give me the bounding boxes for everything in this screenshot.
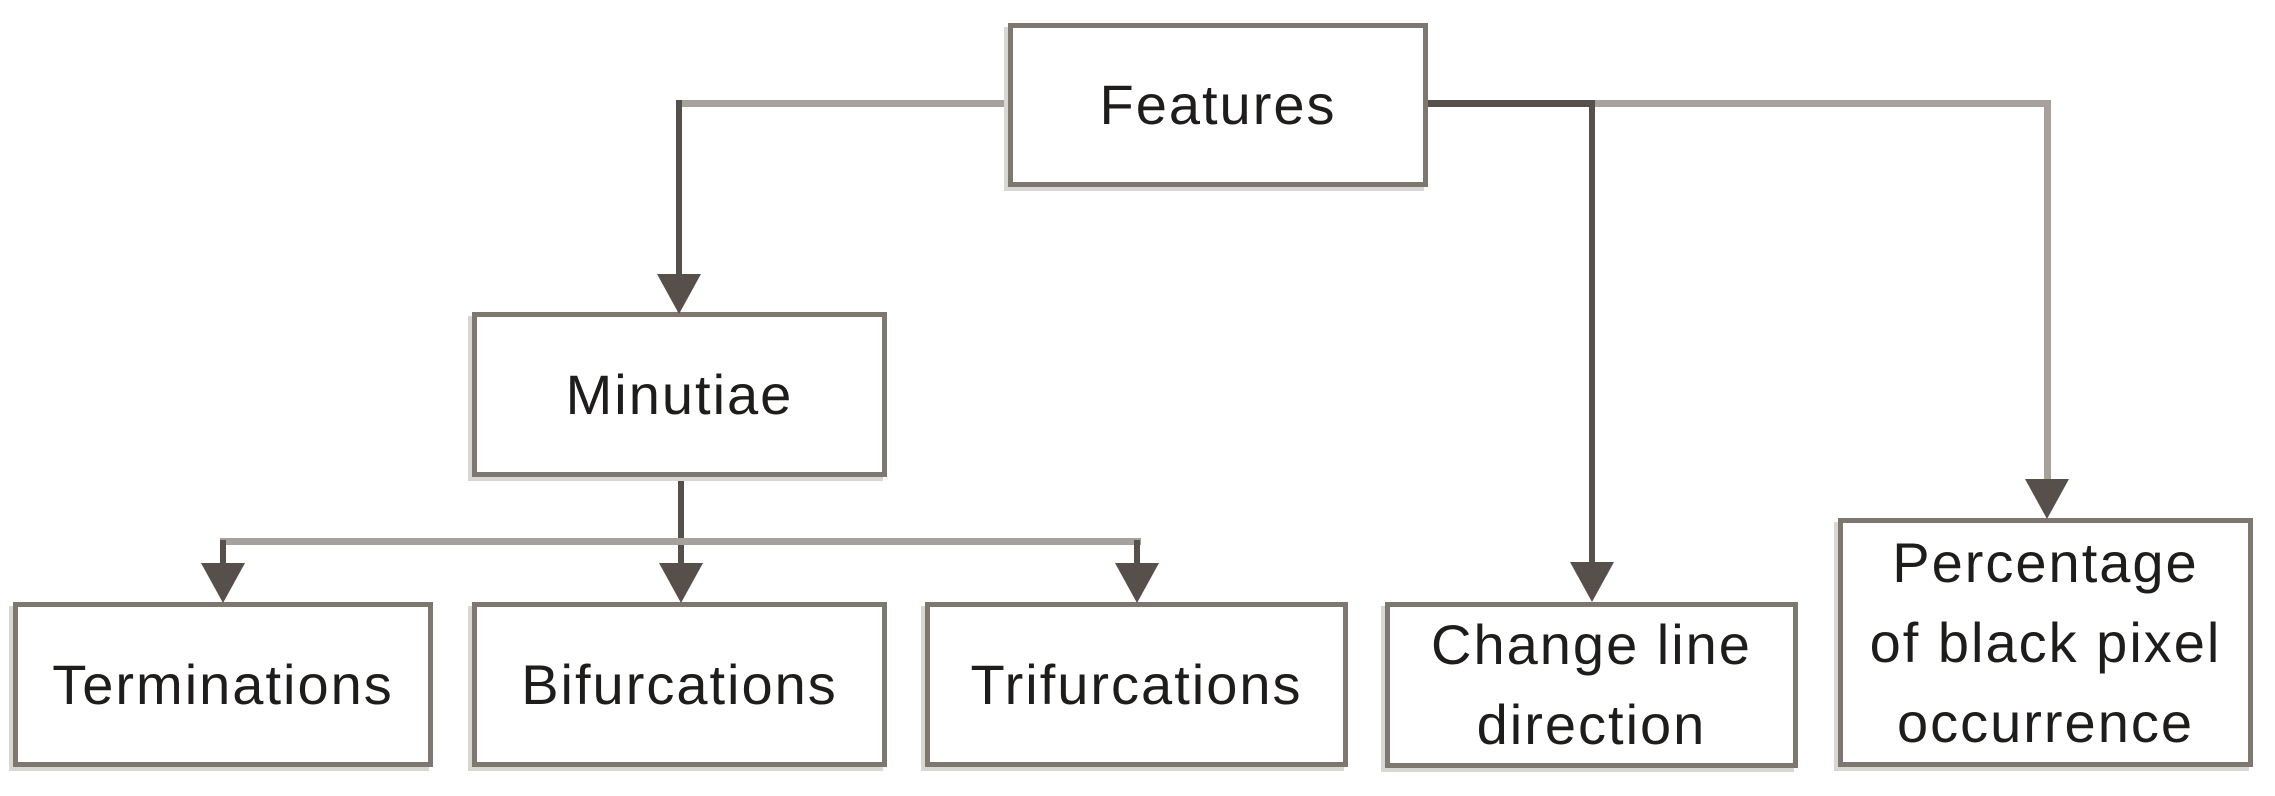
connector-minutiae-down-vertical [678,477,684,565]
node-terminations-label: Terminations [52,652,394,716]
node-minutiae: Minutiae [472,312,887,477]
arrowhead-trifurcations [1115,563,1159,603]
arrowhead-terminations [201,563,245,603]
connector-features-minutiae-horizontal [676,100,1008,107]
arrowhead-bifurcations [659,563,703,603]
arrowhead-minutiae [657,274,701,314]
arrowhead-percentage [2025,479,2069,519]
node-bifurcations-label: Bifurcations [521,652,838,716]
node-change-line-direction-label: Change line direction [1431,613,1752,756]
connector-features-right-dark-horizontal [1428,100,1595,107]
node-minutiae-label: Minutiae [565,362,794,426]
connector-trifurcations-stub [1134,540,1140,564]
node-features-label: Features [1099,73,1337,136]
connector-features-minutiae-vertical [676,100,682,274]
connector-change-line-vertical [1589,100,1595,562]
node-change-line-direction: Change line direction [1385,602,1798,768]
node-trifurcations-label: Trifurcations [970,652,1303,716]
connector-distribution-horizontal [220,538,1141,545]
node-percentage-black-pixel-label: Percentage of black pixel occurrence [1869,530,2222,754]
node-terminations: Terminations [13,602,433,767]
node-percentage-black-pixel: Percentage of black pixel occurrence [1838,518,2253,767]
node-features: Features [1008,23,1428,187]
arrowhead-change-line-direction [1570,562,1614,602]
node-trifurcations: Trifurcations [925,602,1348,767]
connector-terminations-stub [220,540,226,564]
node-bifurcations: Bifurcations [472,602,887,767]
connector-features-right-light-horizontal [1595,100,2051,107]
connector-percentage-vertical [2044,100,2051,480]
